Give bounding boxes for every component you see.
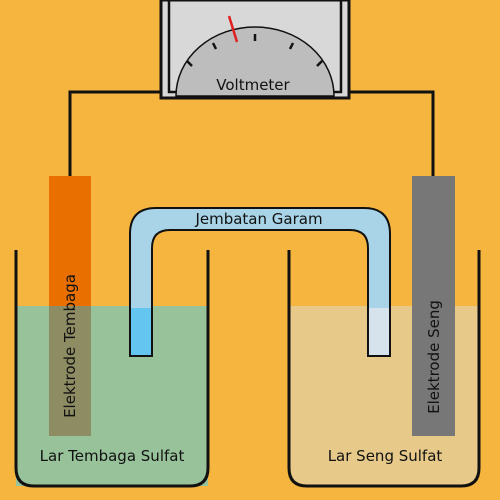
copper-electrode-upper: [49, 176, 91, 306]
voltmeter-label: Voltmeter: [216, 76, 290, 94]
salt-bridge-left-submerged: [131, 308, 151, 355]
right-beaker: [287, 250, 481, 488]
copper-electrode: Elektrode Tembaga: [49, 176, 91, 436]
right-wire: [347, 90, 435, 176]
circuit-wires: [68, 90, 435, 176]
zinc-electrode: Elektrode Seng: [412, 176, 455, 436]
voltmeter-needle: [227, 15, 239, 43]
salt-bridge: Jembatan Garam: [129, 207, 391, 357]
zinc-electrode-label: Elektrode Seng: [425, 300, 443, 414]
dial-tick: [186, 60, 193, 67]
copper-solution-label: Lar Tembaga Sulfat: [40, 447, 185, 465]
dial-tick: [288, 42, 295, 50]
copper-sulfate-solution: [16, 306, 208, 486]
zinc-solution-label: Lar Seng Sulfat: [328, 447, 443, 465]
salt-bridge-right-submerged: [369, 308, 389, 355]
voltmeter-dial: [175, 26, 335, 97]
left-beaker: [14, 250, 210, 488]
copper-electrode-submerged: [49, 306, 91, 436]
dial-tick: [211, 42, 218, 50]
salt-bridge-label: Jembatan Garam: [194, 210, 322, 228]
voltmeter: Voltmeter: [159, 0, 351, 100]
zinc-electrode-rod: [412, 176, 455, 436]
dial-ticks: [186, 34, 323, 67]
left-wire: [68, 90, 163, 176]
dial-tick: [316, 60, 323, 67]
copper-electrode-label: Elektrode Tembaga: [61, 274, 79, 418]
